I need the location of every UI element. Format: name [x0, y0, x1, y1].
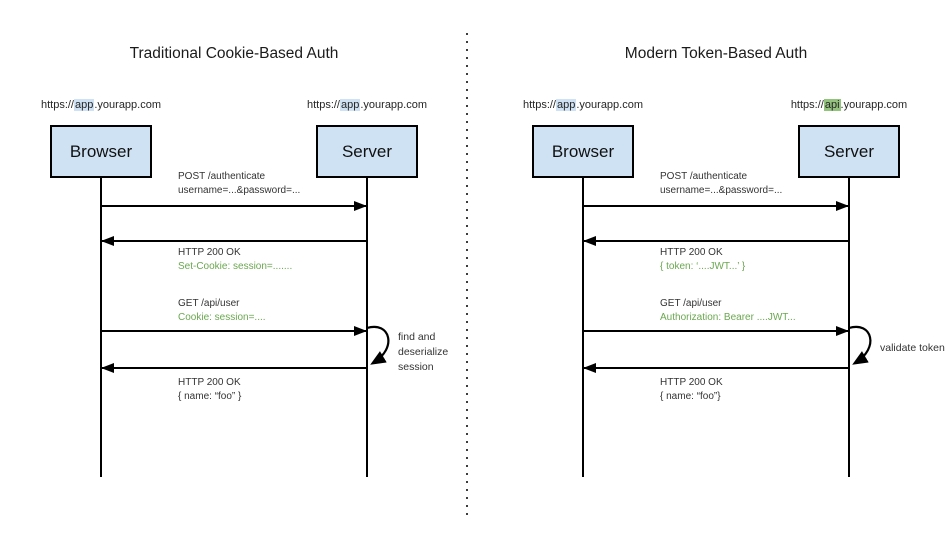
response-arrow [583, 363, 849, 373]
url-prefix: https:// [790, 99, 824, 111]
server-url: https://api.yourapp.com [748, 99, 950, 111]
url-rest: .yourapp.com [840, 99, 908, 111]
msg-line2: { name: “foo” } [178, 390, 242, 402]
message-set-cookie: HTTP 200 OK Set-Cookie: session=....... [178, 246, 398, 273]
message-post-authenticate: POST /authenticate username=...&password… [178, 170, 398, 197]
token-auth-panel: Modern Token-Based Auth https://app.your… [482, 0, 950, 540]
msg-line2: Set-Cookie: session=....... [178, 260, 293, 272]
message-http-200-body: HTTP 200 OK { name: “foo”} [660, 376, 880, 403]
msg-line2: Cookie: session=.... [178, 311, 266, 323]
message-post-authenticate: POST /authenticate username=...&password… [660, 170, 880, 197]
server-url: https://app.yourapp.com [266, 99, 468, 111]
msg-line1: GET /api/user [178, 298, 240, 309]
arrowhead-icon [101, 236, 114, 246]
url-rest: .yourapp.com [360, 99, 428, 111]
request-arrow [101, 201, 367, 211]
arrowhead-icon [583, 236, 596, 246]
arrowhead-icon [836, 201, 849, 211]
server-label: Server [341, 141, 393, 161]
panel-title: Modern Token-Based Auth [624, 45, 808, 62]
msg-line2: username=...&password=... [178, 184, 301, 196]
server-box: Server [798, 125, 900, 178]
response-arrow [101, 363, 367, 373]
browser-url: https://app.yourapp.com [0, 99, 202, 111]
url-rest: .yourapp.com [94, 99, 162, 111]
arrowhead-icon [354, 201, 367, 211]
cookie-auth-panel: Traditional Cookie-Based Auth https://ap… [0, 0, 468, 540]
msg-line2: username=...&password=... [660, 184, 783, 196]
loop-line: session [398, 361, 434, 373]
loop-line: deserialize [398, 346, 449, 358]
browser-lifeline [100, 178, 102, 477]
msg-line1: HTTP 200 OK [660, 377, 723, 388]
browser-url: https://app.yourapp.com [482, 99, 684, 111]
server-box: Server [316, 125, 418, 178]
browser-label: Browser [69, 141, 133, 161]
arrowhead-icon [836, 326, 849, 336]
msg-line1: HTTP 200 OK [660, 247, 723, 258]
message-token-response: HTTP 200 OK { token: ‘....JWT...’ } [660, 246, 880, 273]
msg-line2: { name: “foo”} [660, 390, 721, 402]
response-arrow [583, 236, 849, 246]
request-arrow [583, 201, 849, 211]
browser-box: Browser [532, 125, 634, 178]
browser-lifeline [582, 178, 584, 477]
arrowhead-icon [101, 363, 114, 373]
url-rest: .yourapp.com [576, 99, 644, 111]
browser-label: Browser [551, 141, 615, 161]
request-arrow [101, 326, 367, 336]
self-loop-label: find and deserialize session [398, 330, 448, 375]
server-label: Server [823, 141, 875, 161]
request-arrow [583, 326, 849, 336]
msg-line1: HTTP 200 OK [178, 247, 241, 258]
url-prefix: https:// [306, 99, 340, 111]
msg-line2: { token: ‘....JWT...’ } [660, 260, 746, 272]
url-prefix: https:// [522, 99, 556, 111]
arrowhead-icon [583, 363, 596, 373]
self-loop-arrow-icon [366, 325, 390, 365]
loop-line: find and [398, 331, 436, 343]
message-http-200-body: HTTP 200 OK { name: “foo” } [178, 376, 398, 403]
self-loop-arrow-icon [848, 325, 872, 365]
message-get-api-user: GET /api/user Cookie: session=.... [178, 297, 398, 324]
msg-line1: POST /authenticate [660, 171, 748, 182]
browser-box: Browser [50, 125, 152, 178]
panel-divider [466, 33, 468, 516]
url-subdomain-highlight: app [74, 99, 95, 111]
url-prefix: https:// [40, 99, 74, 111]
arrowhead-icon [354, 326, 367, 336]
panel-title: Traditional Cookie-Based Auth [129, 45, 339, 62]
url-subdomain-highlight: api [823, 99, 841, 111]
response-arrow [101, 236, 367, 246]
msg-line1: HTTP 200 OK [178, 377, 241, 388]
self-loop-label: validate token [880, 341, 945, 356]
url-subdomain-highlight: app [556, 99, 577, 111]
url-subdomain-highlight: app [340, 99, 361, 111]
loop-line: validate token [880, 342, 945, 354]
message-get-api-user: GET /api/user Authorization: Bearer ....… [660, 297, 880, 324]
msg-line1: POST /authenticate [178, 171, 266, 182]
msg-line2: Authorization: Bearer ....JWT... [660, 311, 796, 323]
msg-line1: GET /api/user [660, 298, 722, 309]
